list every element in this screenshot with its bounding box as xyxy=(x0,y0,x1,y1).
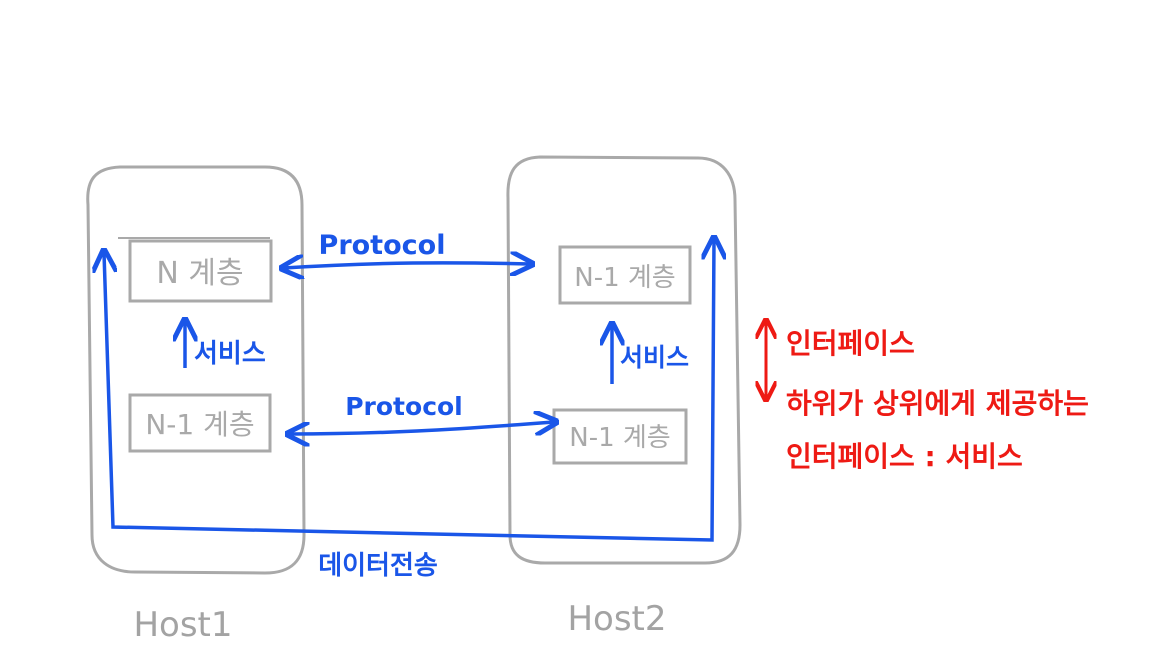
host2-label: Host2 xyxy=(567,599,666,639)
data-transfer-label: 데이터전송 xyxy=(318,551,438,581)
service-right-label: 서비스 xyxy=(620,343,689,372)
host1-lower-layer-label: N-1 계층 xyxy=(145,408,254,441)
host1-group: N 계층 N-1 계층 Host1 xyxy=(86,165,306,645)
protocol-top-label: Protocol xyxy=(319,230,446,261)
service-left-label: 서비스 xyxy=(194,339,266,369)
host2-upper-layer-label: N-1 계층 xyxy=(574,263,675,293)
host1-lower-layer-box xyxy=(128,393,272,453)
protocol-links: Protocol Protocol xyxy=(284,230,554,434)
host1-label: Host1 xyxy=(133,605,232,645)
interface-annotation: 인터페이스 하위가 상위에게 제공하는 인터페이스 : 서비스 xyxy=(766,322,1089,473)
protocol-top-arrow xyxy=(284,263,530,268)
host2-frame xyxy=(506,155,742,565)
host1-upper-layer-label: N 계층 xyxy=(156,256,243,291)
service-links: 서비스 서비스 xyxy=(185,322,689,384)
annotation-line2: 하위가 상위에게 제공하는 xyxy=(786,387,1089,420)
data-transfer-path xyxy=(104,240,714,542)
data-transfer-link: 데이터전송 xyxy=(104,240,714,581)
annotation-line1: 인터페이스 xyxy=(786,327,915,360)
protocol-bottom-label: Protocol xyxy=(345,392,463,421)
host1-frame xyxy=(86,165,306,575)
host2-group: N-1 계층 N-1 계층 Host2 xyxy=(506,155,742,639)
annotation-line3: 인터페이스 : 서비스 xyxy=(786,440,1023,473)
protocol-bottom-arrow xyxy=(290,422,554,434)
host2-lower-layer-label: N-1 계층 xyxy=(569,423,670,453)
